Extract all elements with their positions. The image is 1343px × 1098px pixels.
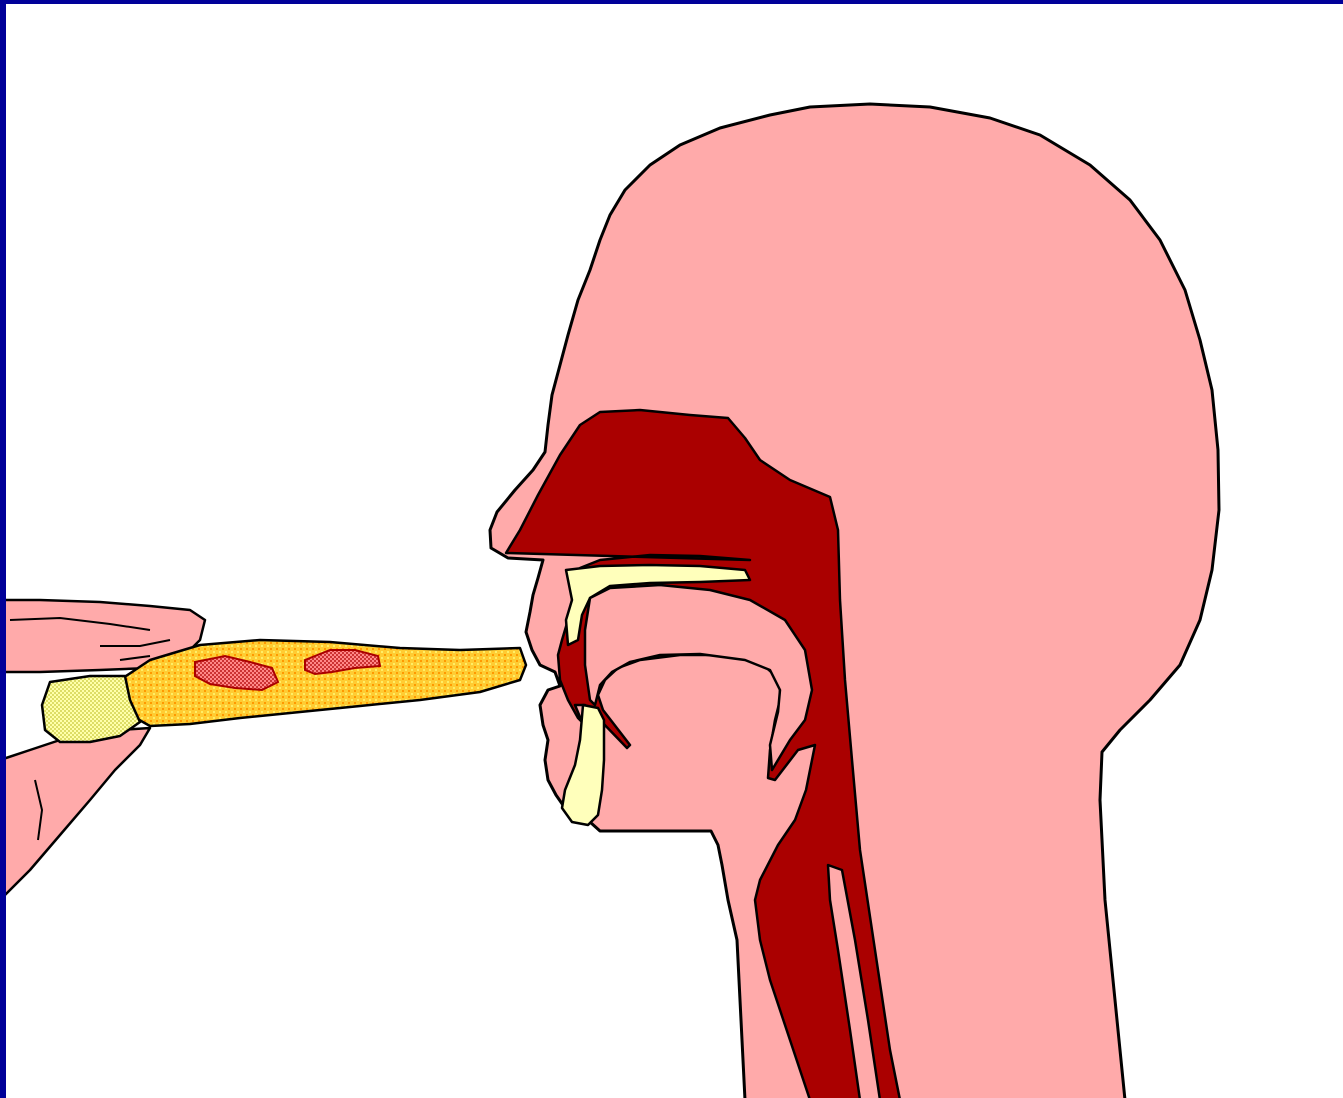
pizza-crust — [42, 676, 140, 742]
swallowing-illustration — [6, 4, 1343, 1098]
hand-lower-palm — [6, 728, 150, 900]
illustration-canvas — [6, 4, 1343, 1098]
